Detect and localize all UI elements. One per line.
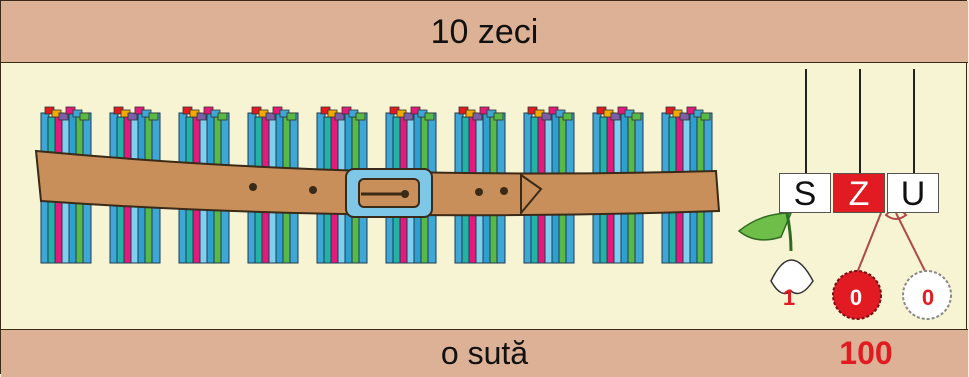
units-label: U xyxy=(887,173,939,213)
hundreds-label: S xyxy=(779,173,831,213)
number-value: 100 xyxy=(839,335,893,371)
stick-cap xyxy=(700,112,711,121)
tens-label: Z xyxy=(833,173,885,213)
hanging-strings xyxy=(805,69,915,173)
red-pompom-icon xyxy=(832,212,882,320)
stick-cap xyxy=(562,112,573,121)
snowdrop-flower-icon xyxy=(737,212,814,295)
stick-cap xyxy=(79,112,90,121)
white-pompom-icon xyxy=(884,208,952,320)
stick-cap xyxy=(424,112,435,121)
stick-cap xyxy=(493,112,504,121)
stick-cap xyxy=(541,112,552,121)
caption-text: o sută xyxy=(440,335,529,371)
stick-cap xyxy=(679,112,690,121)
stick-cap xyxy=(127,112,138,121)
stick-cap xyxy=(217,112,228,121)
stick-cap xyxy=(334,112,345,121)
tens-digit: 0 xyxy=(849,285,863,310)
illustration xyxy=(34,69,952,320)
stick-cap xyxy=(265,112,276,121)
stick-cap xyxy=(631,112,642,121)
stick-cap xyxy=(472,112,483,121)
page-title: 10 zeci xyxy=(430,13,539,51)
stick-cap xyxy=(196,112,207,121)
caption-band: o sută 100 xyxy=(1,329,968,377)
stick-cap xyxy=(286,112,297,121)
title-band: 10 zeci xyxy=(1,1,968,63)
units-digit: 0 xyxy=(921,285,935,310)
stick-cap xyxy=(58,112,69,121)
belt-buckle-icon xyxy=(345,168,433,218)
stick-cap xyxy=(403,112,414,121)
stick-cap xyxy=(355,112,366,121)
hundreds-digit: 1 xyxy=(782,285,796,310)
stick-cap xyxy=(610,112,621,121)
stick-cap xyxy=(148,112,159,121)
